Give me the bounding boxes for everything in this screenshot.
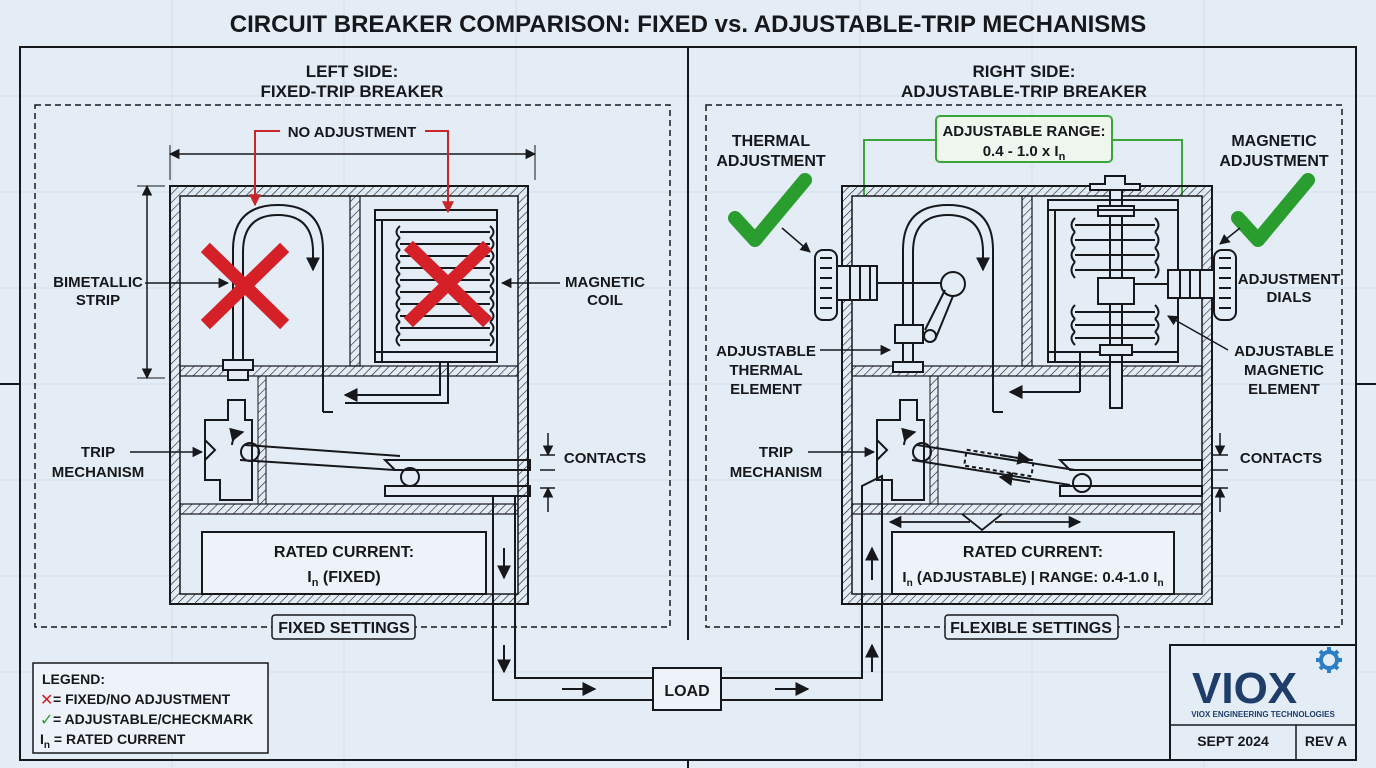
magnetic-adjustment-label-line2: ADJUSTMENT	[1219, 153, 1329, 170]
x-mark-icon: ✕	[40, 692, 53, 709]
fixed-settings-tag	[271, 614, 416, 640]
right-magnetic-coil	[1008, 175, 1179, 409]
left-bimetallic-strip	[222, 203, 333, 413]
x-mark-icon	[403, 240, 493, 328]
left-trip-label-line2: MECHANISM	[52, 464, 145, 481]
right-rated-current-box	[891, 531, 1175, 595]
right-heading-line1: RIGHT SIDE:	[973, 62, 1076, 81]
thermal-element-label-line2: THERMAL	[729, 362, 802, 379]
left-rated-current-box	[201, 531, 487, 595]
legend: LEGEND: ✕ = FIXED/NO ADJUSTMENT ✓ = ADJU…	[32, 662, 269, 754]
legend-item-fixed: = FIXED/NO ADJUSTMENT	[53, 691, 231, 707]
thermal-adjustment-label-line2: ADJUSTMENT	[716, 153, 826, 170]
magnetic-adjustment-label-line1: MAGNETIC	[1231, 133, 1317, 150]
right-rated-current-value: In (ADJUSTABLE) | RANGE: 0.4-1.0 In	[902, 569, 1163, 589]
legend-item-adjustable: = ADJUSTABLE/CHECKMARK	[53, 711, 253, 727]
drawing-revision: REV A	[1305, 733, 1347, 749]
adjustable-range-line1: ADJUSTABLE RANGE:	[942, 123, 1105, 140]
thermal-adjustment-knob	[814, 249, 945, 321]
drawing-date: SEPT 2024	[1197, 733, 1269, 749]
left-magnetic-coil	[343, 209, 498, 404]
thermal-adjustment-label-line1: THERMAL	[732, 133, 810, 150]
check-mark-icon	[728, 173, 812, 253]
page-title: CIRCUIT BREAKER COMPARISON: FIXED vs. AD…	[230, 11, 1147, 38]
left-heading-line2: FIXED-TRIP BREAKER	[261, 82, 444, 101]
bimetallic-label-line2: STRIP	[76, 292, 120, 309]
magnetic-coil-label-line2: COIL	[587, 292, 623, 309]
magnetic-element-label-line3: ELEMENT	[1248, 381, 1320, 398]
title-block: VIOX VIOX ENGINEERING TECHNOLOGIES SEPT …	[1169, 644, 1357, 761]
legend-title: LEGEND:	[42, 671, 105, 687]
adjustment-slide-arrows	[888, 513, 1082, 532]
right-bimetallic-strip	[892, 203, 1003, 413]
no-adjustment-label: NO ADJUSTMENT	[288, 124, 417, 141]
magnetic-coil-label-line1: MAGNETIC	[565, 274, 645, 291]
left-contacts-label: CONTACTS	[564, 450, 646, 467]
right-contacts-label: CONTACTS	[1240, 450, 1322, 467]
magnetic-adjustment-knob	[1134, 249, 1237, 321]
thermal-element-label-line3: ELEMENT	[730, 381, 802, 398]
flexible-settings-label: FLEXIBLE SETTINGS	[950, 620, 1112, 637]
company-name: VIOX ENGINEERING TECHNOLOGIES	[1191, 710, 1335, 719]
left-contacts-gap	[540, 433, 555, 512]
left-rated-current-title: RATED CURRENT:	[274, 544, 414, 561]
brand-logo: VIOX	[1192, 664, 1297, 713]
legend-item-rated-current: In = RATED CURRENT	[40, 731, 186, 751]
adjustment-dials-label-line1: ADJUSTMENT	[1238, 271, 1341, 288]
left-heading-line1: LEFT SIDE:	[306, 62, 399, 81]
right-trip-mechanism	[876, 399, 1203, 501]
right-panel: RIGHT SIDE: ADJUSTABLE-TRIP BREAKER ADJU…	[705, 62, 1343, 640]
load-box	[652, 667, 722, 711]
right-heading-line2: ADJUSTABLE-TRIP BREAKER	[901, 82, 1147, 101]
gear-icon	[1316, 647, 1342, 673]
bimetallic-label-line1: BIMETALLIC	[53, 274, 143, 291]
magnetic-element-label-line2: MAGNETIC	[1244, 362, 1324, 379]
right-rated-current-title: RATED CURRENT:	[963, 544, 1103, 561]
load-label: LOAD	[664, 683, 709, 700]
x-mark-icon	[200, 242, 290, 330]
adjustable-range-line2: 0.4 - 1.0 x In	[983, 143, 1066, 163]
check-mark-icon	[1219, 173, 1315, 247]
left-panel: LEFT SIDE: FIXED-TRIP BREAKER	[34, 62, 671, 640]
no-adjustment-callout: NO ADJUSTMENT	[249, 124, 454, 214]
thermal-element-label-line1: ADJUSTABLE	[716, 343, 816, 360]
left-trip-label-line1: TRIP	[81, 444, 115, 461]
fixed-settings-label: FIXED SETTINGS	[278, 620, 410, 637]
adjustment-dials-label-line2: DIALS	[1267, 289, 1312, 306]
left-rated-current-value: In (FIXED)	[307, 569, 380, 589]
magnetic-element-label-line1: ADJUSTABLE	[1234, 343, 1334, 360]
check-mark-icon: ✓	[40, 712, 53, 729]
left-trip-mechanism	[204, 399, 531, 501]
right-trip-label-line1: TRIP	[759, 444, 793, 461]
flexible-settings-tag	[944, 614, 1119, 640]
right-contacts-gap	[1212, 433, 1228, 512]
load-circuit	[492, 474, 883, 701]
right-trip-label-line2: MECHANISM	[730, 464, 823, 481]
